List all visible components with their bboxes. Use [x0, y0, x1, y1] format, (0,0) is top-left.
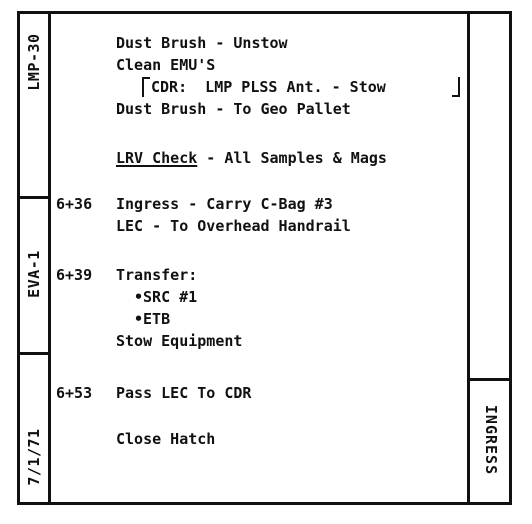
margin-tick — [17, 352, 51, 355]
left-margin-rule — [48, 11, 51, 505]
step-pass-lec: Pass LEC To CDR — [116, 384, 252, 402]
time-6-39: 6+39 — [56, 266, 93, 284]
time-6-53: 6+53 — [56, 384, 93, 402]
step-close-hatch: Close Hatch — [116, 430, 216, 448]
tab-separator — [467, 378, 512, 381]
step-lrv-check: LRV Check - All Samples & Mags — [116, 149, 387, 167]
step-stow-equipment: Stow Equipment — [116, 332, 243, 350]
lrv-check-heading: LRV Check — [116, 149, 198, 167]
lrv-check-text: - All Samples & Mags — [197, 149, 387, 167]
date-label: 7/1/71 — [25, 428, 43, 486]
step-cdr-note: CDR: LMP PLSS Ant. - Stow — [151, 78, 386, 96]
margin-tick — [17, 196, 51, 199]
step-dust-brush-to-pallet: Dust Brush - To Geo Pallet — [116, 100, 351, 118]
step-dust-brush-unstow: Dust Brush - Unstow — [116, 34, 288, 52]
card-number-label: LMP-30 — [25, 33, 43, 91]
step-src-1: •SRC #1 — [134, 288, 198, 306]
step-lec-handrail: LEC - To Overhead Handrail — [116, 217, 351, 235]
ingress-tab-label: INGRESS — [482, 404, 500, 476]
cdr-note-bracket — [142, 77, 460, 97]
card-frame — [17, 11, 512, 505]
step-ingress-carry: Ingress - Carry C-Bag #3 — [116, 195, 333, 213]
step-etb: •ETB — [134, 310, 171, 328]
eva-label: EVA-1 — [25, 250, 43, 298]
step-transfer: Transfer: — [116, 266, 198, 284]
right-margin-rule — [467, 11, 470, 505]
step-clean-emus: Clean EMU'S — [116, 56, 216, 74]
time-6-36: 6+36 — [56, 195, 93, 213]
